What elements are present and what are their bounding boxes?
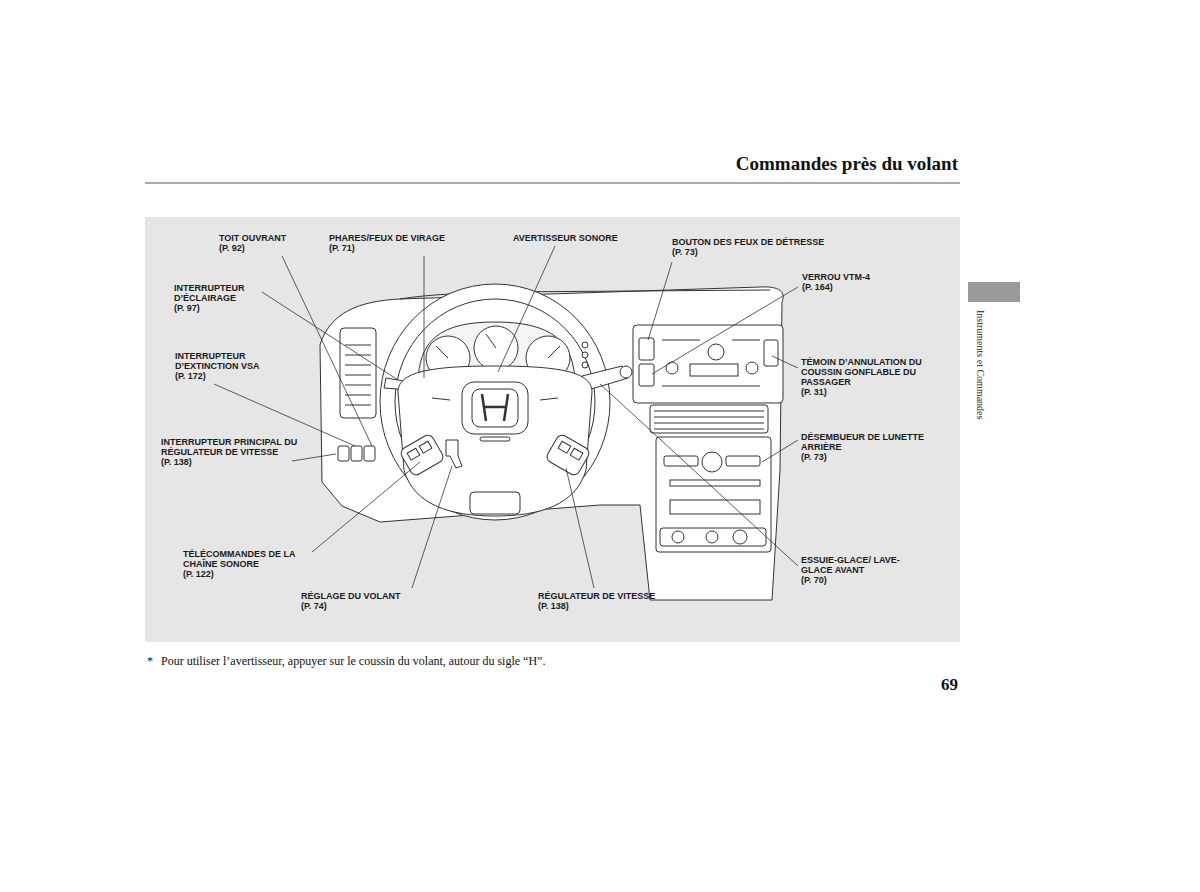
callout-label: INTERRUPTEUR D’ÉCLAIRAGE bbox=[174, 283, 262, 303]
callout-label: (P. 138) bbox=[538, 601, 655, 611]
callout-label: (P. 70) bbox=[801, 575, 913, 585]
callout-label: VERROU VTM-4 bbox=[802, 272, 870, 282]
callout-label: (P. 164) bbox=[802, 282, 870, 292]
callout-label: RÉGLAGE DU VOLANT bbox=[301, 591, 401, 601]
callout-label: (P. 74) bbox=[301, 601, 401, 611]
callout-label: RÉGULATEUR DE VITESSE bbox=[538, 591, 655, 601]
callout-label: (P. 97) bbox=[174, 303, 262, 313]
page-title: Commandes près du volant bbox=[500, 153, 958, 175]
callout-label: (P. 73) bbox=[672, 247, 824, 257]
page-number: 69 bbox=[890, 675, 958, 695]
section-tab-text: Instruments et Commandes bbox=[975, 310, 986, 419]
callout-label: TOIT OUVRANT bbox=[219, 233, 286, 243]
title-rule bbox=[145, 183, 960, 184]
callout-label: BOUTON DES FEUX DE DÉTRESSE bbox=[672, 237, 824, 247]
callout-label: TÉMOIN D’ANNULATION DU COUSSIN GONFLABLE… bbox=[801, 357, 953, 387]
callout-label: AVERTISSEUR SONORE bbox=[513, 233, 618, 243]
dashboard-drawing bbox=[320, 284, 783, 600]
callout-label: PHARES/FEUX DE VIRAGE bbox=[329, 233, 445, 243]
callout-label: (P. 92) bbox=[219, 243, 286, 253]
footnote-mark: * bbox=[147, 654, 153, 668]
callout-label: TÉLÉCOMMANDES DE LA CHAÎNE SONORE bbox=[183, 549, 311, 569]
figure-panel bbox=[145, 217, 960, 642]
callout-label: (P. 71) bbox=[329, 243, 445, 253]
callout-label: INTERRUPTEUR PRINCIPAL DU RÉGULATEUR DE … bbox=[161, 437, 323, 457]
callout-label: (P. 172) bbox=[175, 371, 271, 381]
leader-lines bbox=[214, 246, 798, 588]
callout-label: (P. 73) bbox=[801, 452, 943, 462]
callout-label: (P. 122) bbox=[183, 569, 311, 579]
callout-label: ESSUIE-GLACE/ LAVE-GLACE AVANT bbox=[801, 555, 913, 575]
callout-label: (P. 31) bbox=[801, 387, 953, 397]
section-tab bbox=[968, 282, 1020, 302]
callout-label: INTERRUPTEUR D’EXTINCTION VSA bbox=[175, 351, 271, 371]
callout-label: DÉSEMBUEUR DE LUNETTE ARRIÈRE bbox=[801, 432, 943, 452]
footnote-text: Pour utiliser l’avertisseur, appuyer sur… bbox=[161, 654, 545, 668]
callout-label: (P. 138) bbox=[161, 457, 323, 467]
